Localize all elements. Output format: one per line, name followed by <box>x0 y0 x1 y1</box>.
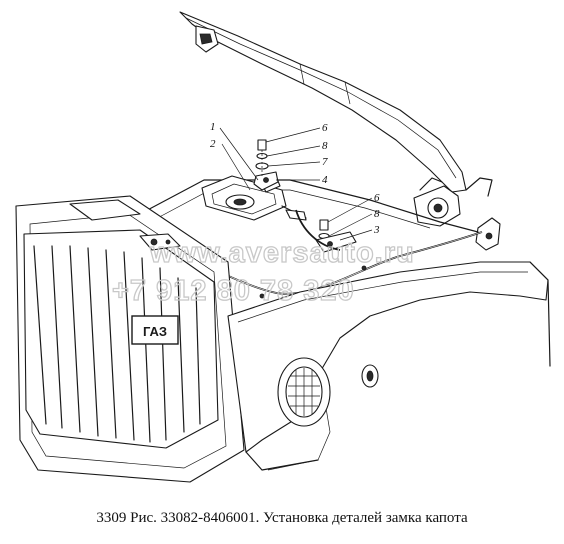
callout-1: 1 <box>210 121 216 133</box>
watermark-site: www.aversauto.ru <box>149 237 415 269</box>
callout-4: 4 <box>322 174 328 186</box>
watermark-phone: +7 912 80 78 320 <box>112 275 355 307</box>
leader-lines <box>219 127 373 241</box>
callout-7: 7 <box>322 156 328 168</box>
front-grille-panel: ГАЗ <box>15 195 245 483</box>
striker-bolt-stack <box>315 219 357 253</box>
watermark: www.aversauto.ru +7 912 80 78 320 <box>111 236 415 307</box>
lock-bolt-stack <box>253 139 279 191</box>
grille-emblem: ГАЗ <box>143 324 167 339</box>
right-fender <box>227 261 551 471</box>
callout-3: 3 <box>373 224 380 236</box>
callout-labels: 1 2 6 8 7 4 6 8 3 <box>210 121 380 236</box>
callout-2: 2 <box>210 138 216 150</box>
hood-hinge-right <box>413 177 501 251</box>
callout-8-lower: 8 <box>374 208 380 220</box>
callout-6-upper: 6 <box>322 122 328 134</box>
callout-8-upper: 8 <box>322 140 328 152</box>
cowl-panel <box>139 179 479 233</box>
callout-6-lower: 6 <box>374 192 380 204</box>
figure-caption: 3309 Рис. 33082-8406001. Установка детал… <box>96 510 468 526</box>
raised-hood <box>179 11 493 197</box>
